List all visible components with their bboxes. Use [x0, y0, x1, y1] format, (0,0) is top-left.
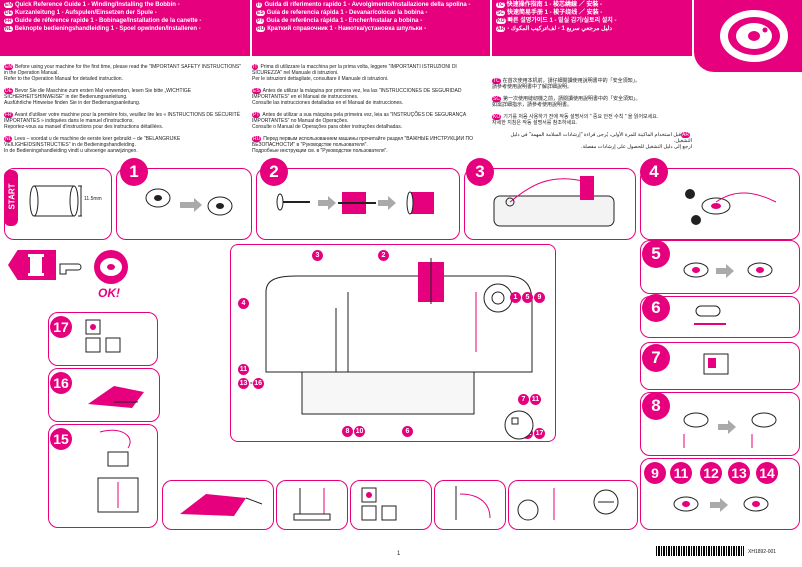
step-number: 13	[728, 462, 750, 484]
bottom-panel-b	[276, 480, 348, 530]
step-16-illustration	[88, 386, 144, 408]
step-number: 1	[120, 158, 148, 186]
step-number: 14	[756, 462, 778, 484]
document-code: XH1892-001	[748, 549, 777, 555]
step-number: 15	[50, 428, 72, 450]
step-2-illustration	[276, 191, 434, 215]
step-17-illustration	[85, 319, 121, 353]
page-number: 1	[397, 551, 401, 557]
step-number: 5	[642, 240, 670, 268]
step-number: 16	[50, 372, 72, 394]
step-1-illustration	[145, 188, 233, 216]
callout-13-16: 13-16	[238, 378, 264, 389]
step-number: 11	[670, 462, 692, 484]
step-number: 12	[700, 462, 722, 484]
start-tab: START	[4, 170, 18, 226]
sewing-machine-illustration	[265, 258, 533, 415]
start-label: START	[7, 183, 17, 210]
callout-6: 6	[402, 426, 414, 437]
ok-label: OK!	[98, 286, 120, 300]
step-number: 7	[642, 344, 670, 372]
step-number: 4	[640, 158, 668, 186]
start-panel	[4, 168, 112, 240]
buttons-illustration	[361, 487, 397, 521]
step-number: 9	[644, 462, 666, 484]
callout-3: 3	[312, 250, 324, 261]
presser-foot-illustration	[293, 488, 331, 521]
callout-11: 11	[238, 364, 249, 375]
zoom-circle	[504, 410, 534, 440]
callout-4: 4	[238, 298, 250, 309]
step-3-illustration	[493, 176, 615, 227]
pointing-hand-icon	[59, 263, 82, 275]
header-row: AR- دليل مرجعي سريع 1 - لف/تركيب المكوك	[496, 26, 613, 32]
step-6-illustration	[694, 305, 726, 325]
step-number: 2	[260, 158, 288, 186]
thread-spool-icon	[28, 254, 44, 276]
bobbin-ok-icon	[94, 250, 128, 284]
step-5-illustration	[683, 262, 773, 278]
intro-item: ARقبل استخدام الماكينة للمرة الأولى، يُر…	[510, 132, 692, 150]
step-7-illustration	[703, 353, 729, 375]
bobbin-winder-illustration	[180, 494, 263, 516]
step-number: 6	[642, 294, 670, 322]
step-8-illustration	[683, 412, 777, 448]
bobbin-side-view	[29, 185, 82, 217]
step-number: 8	[642, 392, 670, 420]
bobbin-dimension: 11.5mm	[84, 196, 102, 202]
bobbin-graphic	[694, 0, 802, 72]
needle-illustration	[455, 486, 491, 520]
step-9-14-illustration	[673, 496, 769, 512]
step-number: 17	[50, 316, 72, 338]
bobbin-icon	[720, 10, 788, 62]
bottom-panel-d	[434, 480, 506, 530]
step-number: 3	[466, 158, 494, 186]
bobbin-case-illustration	[517, 488, 619, 521]
barcode	[656, 546, 744, 556]
callout-2: 2	[378, 250, 390, 261]
step-4-illustration	[685, 189, 777, 225]
step-15-illustration	[97, 429, 139, 513]
